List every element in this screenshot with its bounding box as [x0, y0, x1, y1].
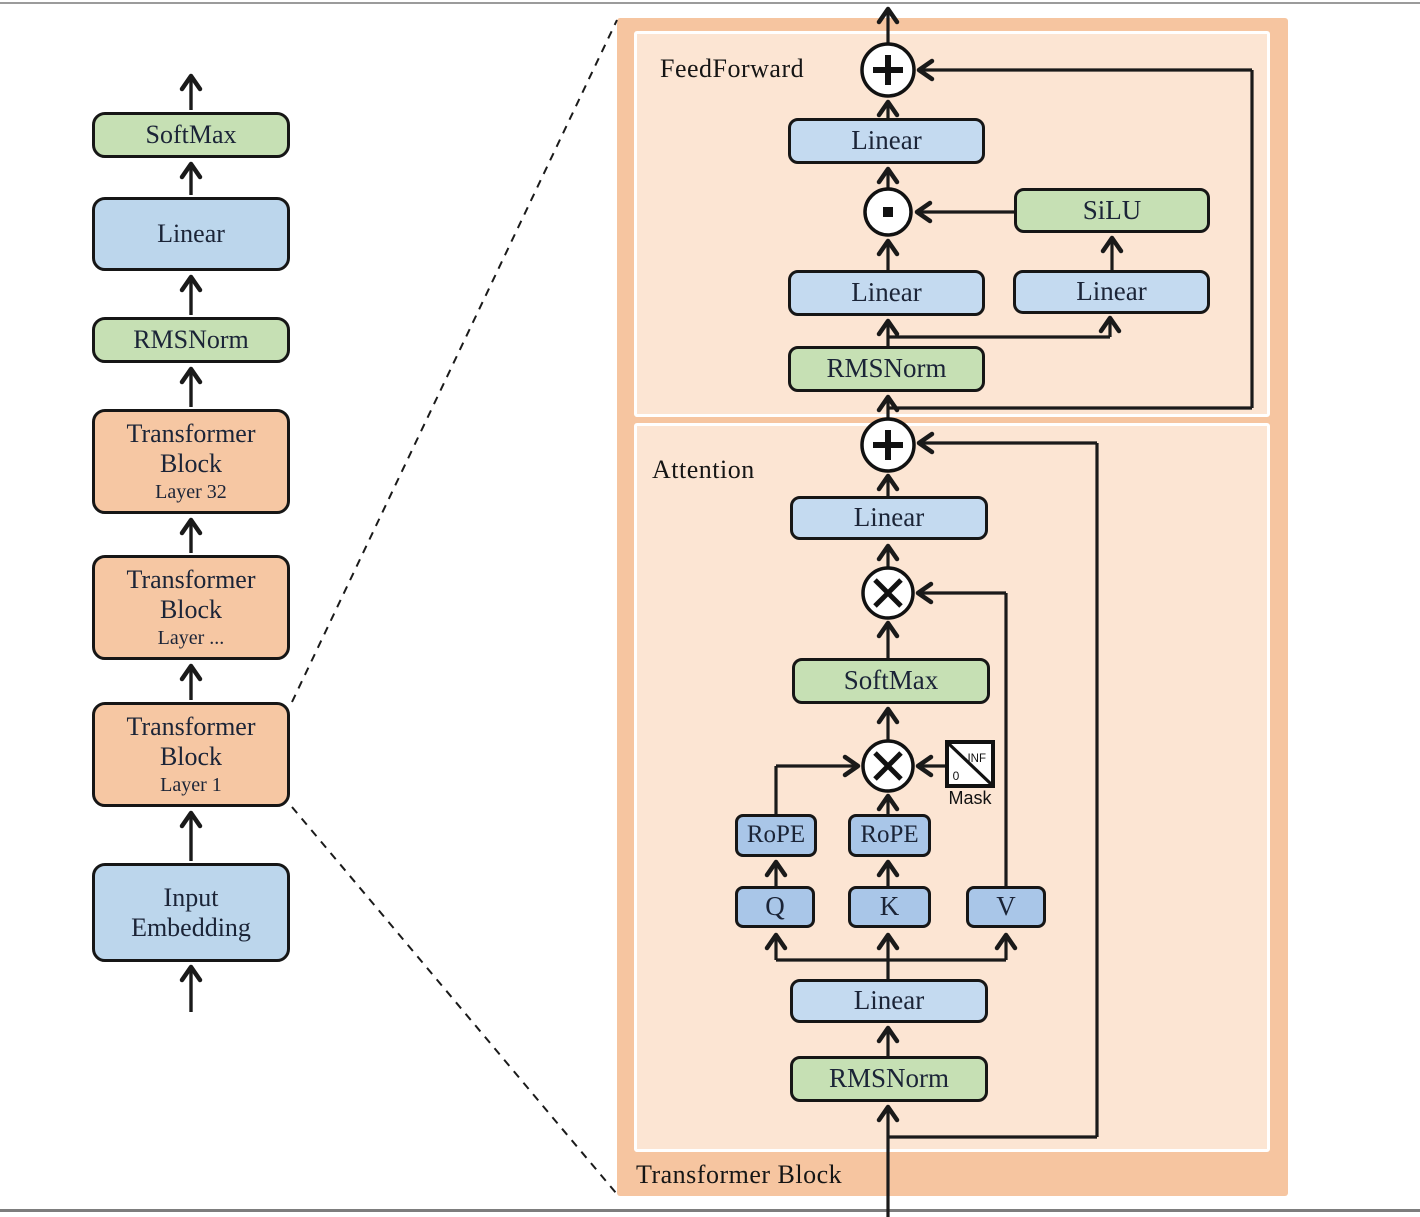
zoom-callout-dashed-lines: [291, 19, 618, 1194]
ff-silu-label: SiLU: [1082, 194, 1142, 225]
transformer-block-layer-dots-label: Transformer Block: [126, 565, 256, 624]
left-softmax-label: SoftMax: [145, 120, 237, 150]
ff-linear-up-label: Linear: [1076, 276, 1147, 307]
ff-rmsnorm-label: RMSNorm: [826, 353, 947, 384]
v-box: V: [966, 886, 1046, 928]
input-embedding-box: Input Embedding: [92, 863, 290, 962]
rope-q-box: RoPE: [735, 814, 817, 857]
attn-softmax-box: SoftMax: [792, 658, 990, 704]
attn-rmsnorm-box: RMSNorm: [790, 1056, 988, 1102]
rope-k-box: RoPE: [848, 814, 931, 857]
transformer-block-layer32-box: Transformer Block Layer 32: [92, 409, 290, 514]
transformer-block-layer-dots-box: Transformer Block Layer ...: [92, 555, 290, 660]
ff-linear-output-label: Linear: [851, 125, 922, 156]
left-linear-box: Linear: [92, 197, 290, 271]
ff-silu-box: SiLU: [1014, 188, 1210, 233]
attn-softmax-label: SoftMax: [843, 665, 939, 696]
ff-linear-up-box: Linear: [1013, 270, 1210, 314]
k-label: K: [879, 891, 900, 922]
left-linear-label: Linear: [157, 219, 225, 249]
attn-linear-qkv-label: Linear: [853, 985, 925, 1016]
attn-linear-qkv-box: Linear: [790, 979, 988, 1023]
attn-rmsnorm-label: RMSNorm: [828, 1063, 950, 1094]
transformer-block-layer32-label: Transformer Block: [126, 419, 256, 478]
transformer-block-layer1-box: Transformer Block Layer 1: [92, 702, 290, 807]
transformer-block-title: Transformer Block: [636, 1160, 843, 1189]
input-embedding-label: Input Embedding: [131, 882, 251, 942]
left-rmsnorm-box: RMSNorm: [92, 317, 290, 363]
attention-label: Attention: [652, 455, 755, 484]
left-softmax-box: SoftMax: [92, 112, 290, 158]
ff-linear-gate-label: Linear: [851, 277, 922, 308]
q-label: Q: [765, 891, 785, 922]
attn-linear-output-box: Linear: [790, 496, 988, 540]
rope-q-label: RoPE: [746, 821, 806, 849]
feedforward-label: FeedForward: [660, 54, 805, 83]
screenshot-top-border: [0, 2, 1420, 4]
ff-linear-gate-box: Linear: [788, 270, 985, 316]
v-label: V: [996, 891, 1016, 922]
transformer-block-layer32-sublabel: Layer 32: [155, 480, 227, 503]
left-rmsnorm-label: RMSNorm: [133, 325, 249, 355]
ff-rmsnorm-box: RMSNorm: [788, 346, 985, 392]
q-box: Q: [735, 886, 815, 928]
transformer-block-layer1-label: Transformer Block: [126, 712, 256, 771]
transformer-block-layer-dots-sublabel: Layer ...: [157, 626, 225, 649]
attn-linear-output-label: Linear: [853, 502, 925, 533]
screenshot-bottom-border: [0, 1209, 1420, 1212]
transformer-block-layer1-sublabel: Layer 1: [160, 773, 222, 796]
k-box: K: [848, 886, 931, 928]
ff-linear-output-box: Linear: [788, 118, 985, 164]
rope-k-label: RoPE: [860, 821, 919, 849]
